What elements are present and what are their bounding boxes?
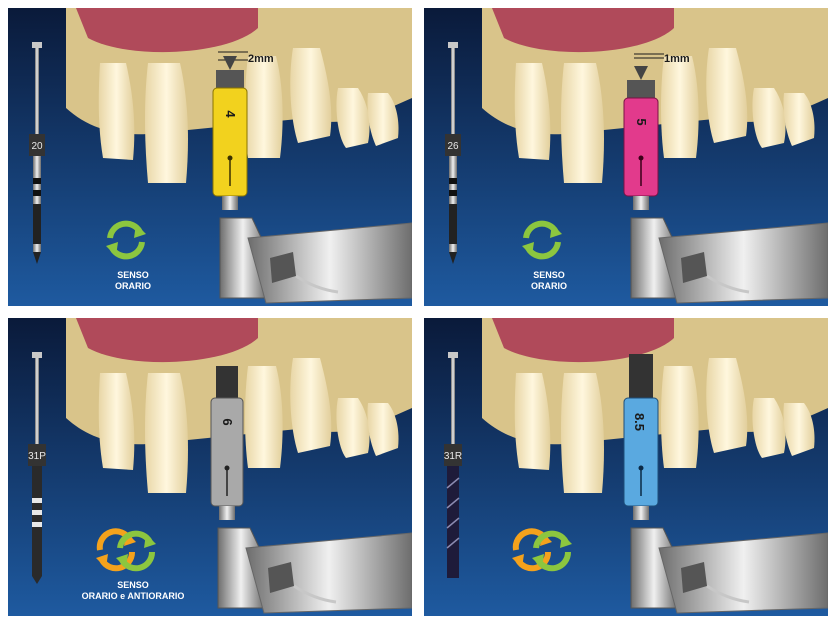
- panel-1: 2mm 4 20: [8, 8, 412, 306]
- depth-label: 1mm: [664, 53, 690, 65]
- panel-2: 1mm 5 26: [424, 8, 828, 306]
- rotation-label: SENSO ORARIO e ANTIORARIO: [78, 580, 188, 602]
- tool-number: 6: [220, 418, 235, 425]
- panel-1-illustration: 2mm 4 20: [8, 8, 412, 306]
- drill-code: 31P: [28, 451, 46, 462]
- rotation-label-line2: ORARIO: [494, 281, 604, 292]
- rotation-label: SENSO ORARIO: [78, 270, 188, 292]
- drill-code: 31R: [444, 451, 462, 462]
- rotation-label-line2: ORARIO e ANTIORARIO: [78, 591, 188, 602]
- osteotome-tool: 8.5: [624, 354, 658, 520]
- tool-number: 4: [223, 110, 238, 118]
- panel-3: 6 31P: [8, 318, 412, 616]
- rotation-label-line1: SENSO: [78, 270, 188, 281]
- osteotome-tool: 4: [213, 56, 247, 210]
- panel-4-illustration: 8.5 31R: [424, 318, 828, 616]
- tool-number: 5: [634, 118, 649, 125]
- drill-code: 20: [31, 141, 43, 152]
- rotation-label-line1: SENSO: [494, 270, 604, 281]
- panel-4: 8.5 31R: [424, 318, 828, 616]
- rotation-label: SENSO ORARIO: [494, 270, 604, 292]
- rotation-label-line2: ORARIO: [78, 281, 188, 292]
- panel-2-illustration: 1mm 5 26: [424, 8, 828, 306]
- rotation-label-line1: SENSO: [78, 580, 188, 591]
- panel-3-illustration: 6 31P: [8, 318, 412, 616]
- drill-code: 26: [447, 141, 459, 152]
- tool-number: 8.5: [632, 413, 647, 431]
- osteotome-tool: 5: [624, 66, 658, 210]
- depth-label: 2mm: [248, 53, 274, 65]
